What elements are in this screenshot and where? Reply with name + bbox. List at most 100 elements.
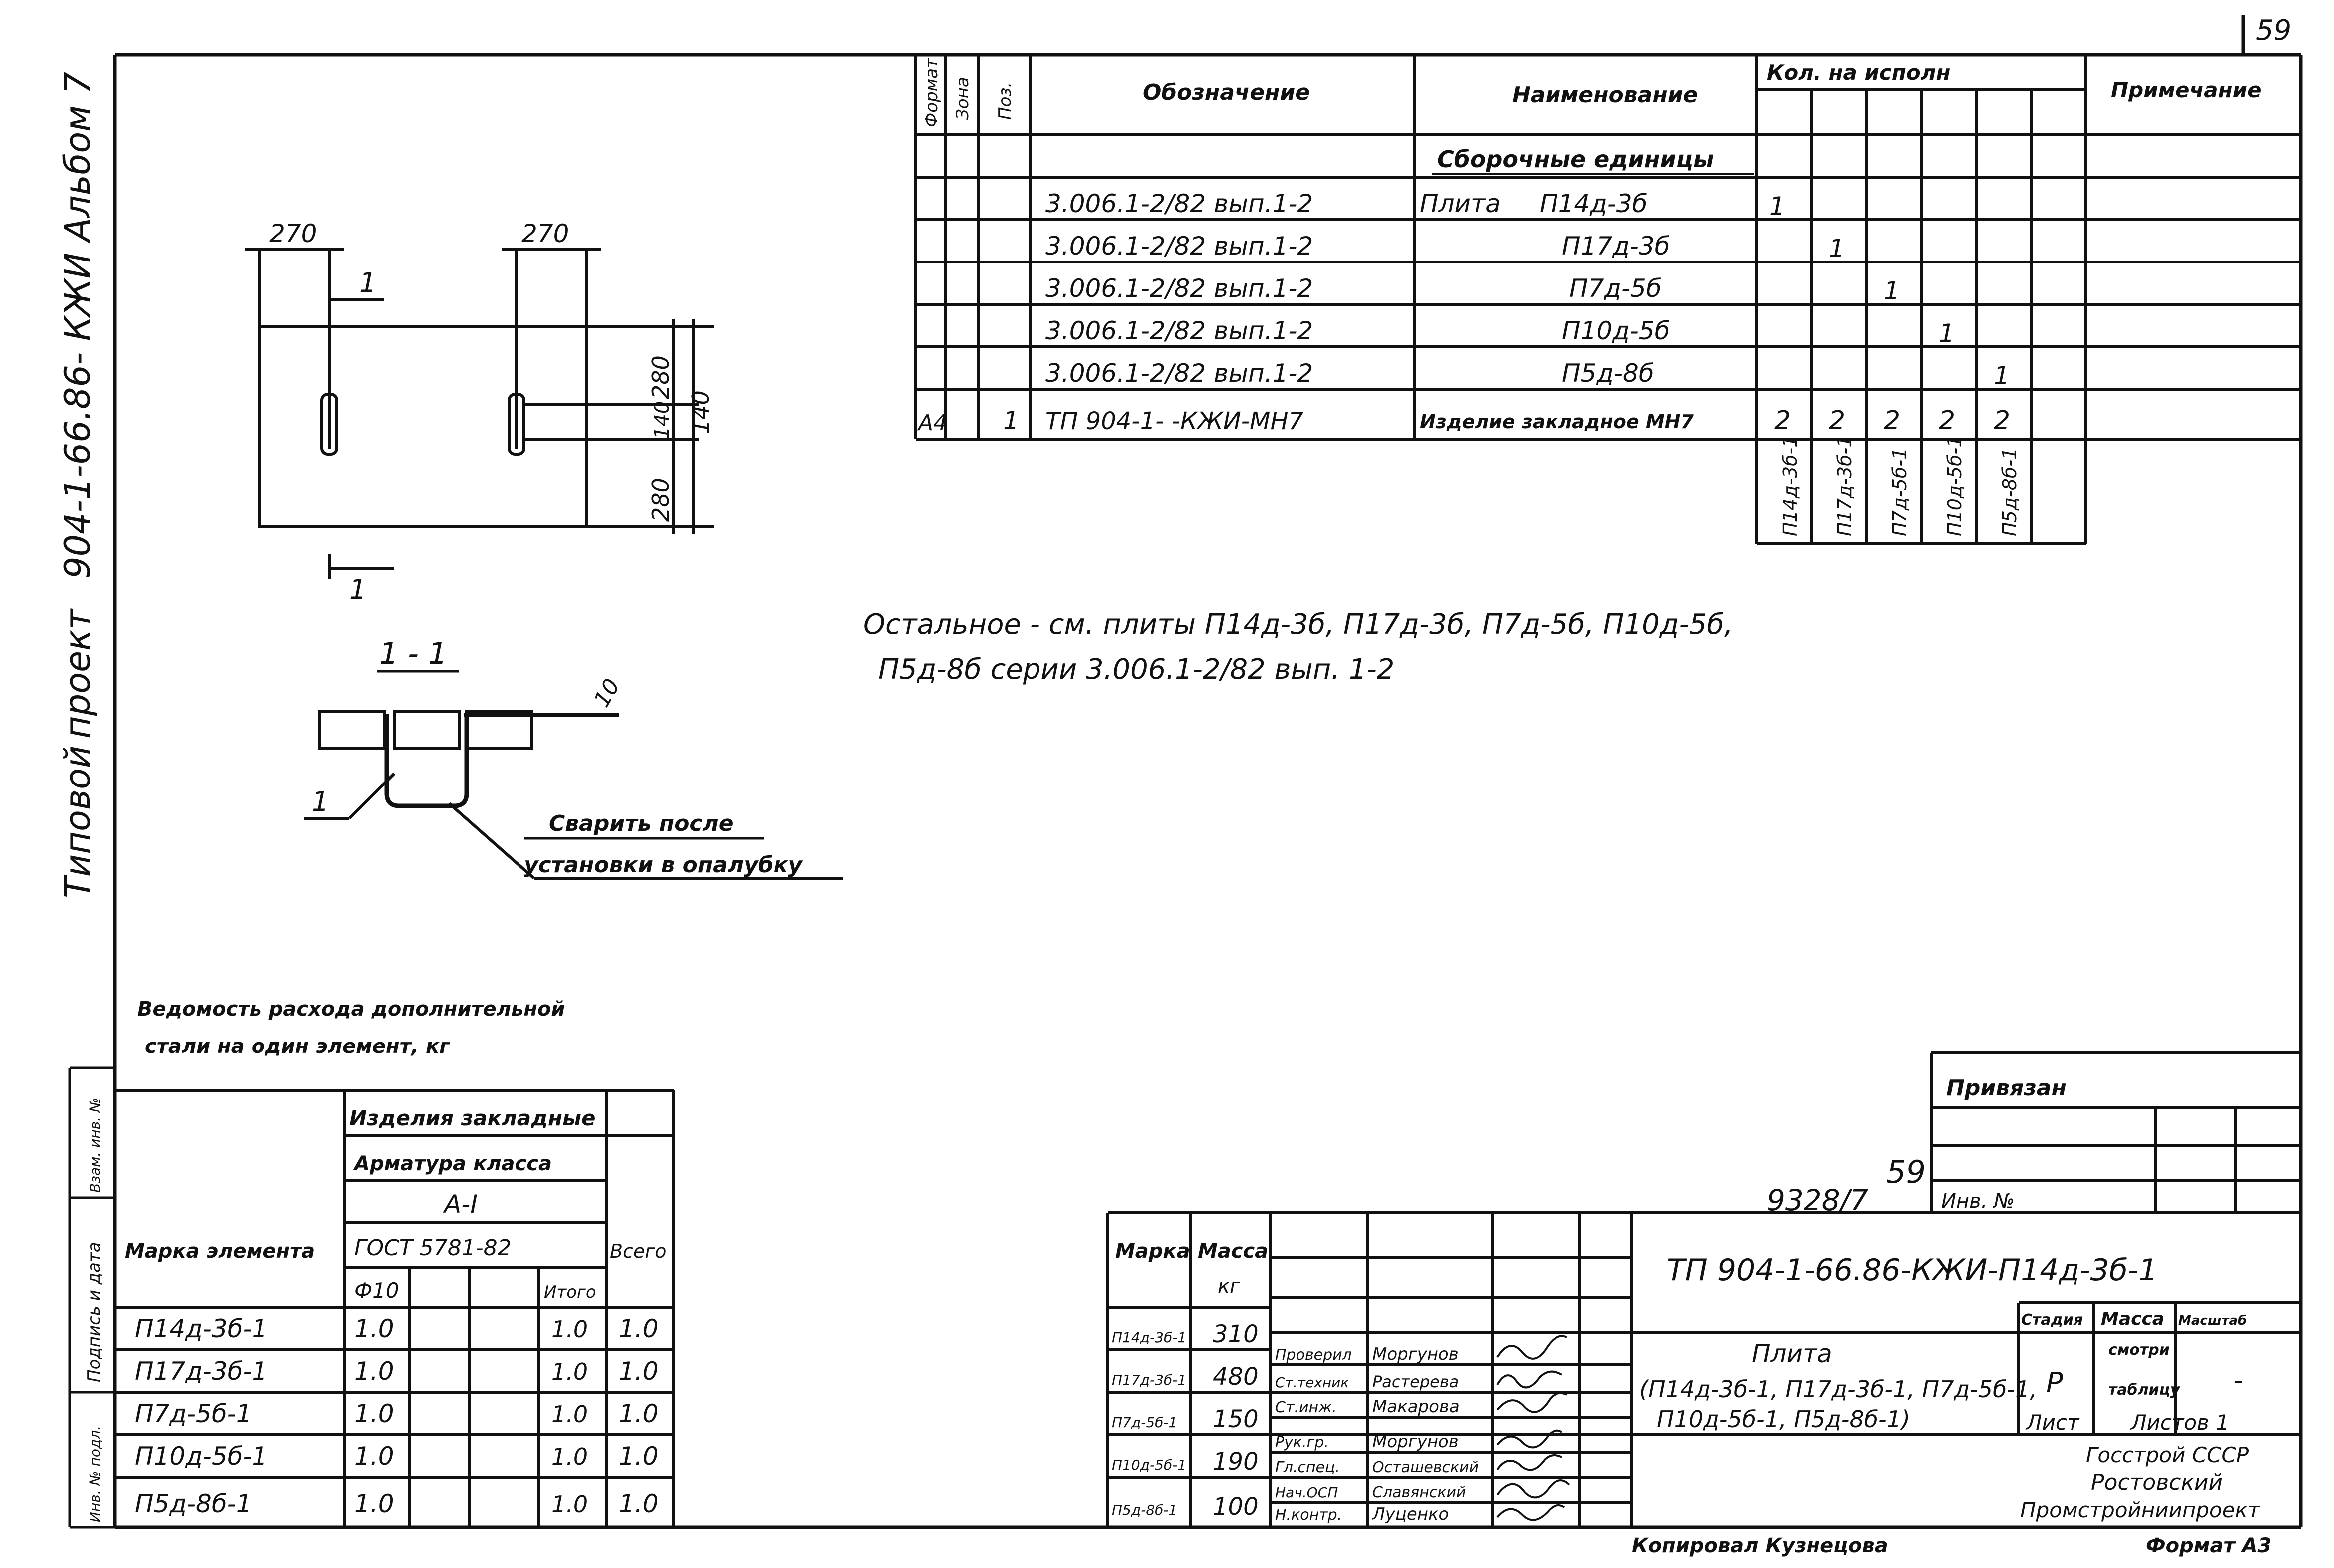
left-stamp [68, 1066, 115, 1529]
steel-row-mark: П7д-5б-1 [135, 1399, 252, 1428]
title-scale-value: - [2233, 1364, 2243, 1397]
steel-table-title-line1: Ведомость расхода дополнительной [137, 998, 565, 1021]
signature-name: Растерева [1372, 1372, 1459, 1391]
signature-name: Славянский [1372, 1484, 1466, 1501]
stamp-inv-orig: Инв. № подл. [87, 1426, 103, 1522]
spec-row-name: П10д-5б [1562, 316, 1670, 345]
signature-row: Нач.ОСП Славянский [1275, 1484, 1466, 1501]
mass-row-mark: П14д-3б-1 [1112, 1329, 1186, 1346]
steel-col-total: Всего [610, 1240, 667, 1262]
steel-row-subtotal: 1.0 [551, 1491, 588, 1518]
signature-role: Проверил [1275, 1346, 1352, 1364]
title-stage-value: Р [2046, 1367, 2063, 1399]
steel-table-title-line2: стали на один элемент, кг [145, 1035, 450, 1058]
mass-row-mark: П17д-3б-1 [1112, 1372, 1186, 1388]
mass-row-mass: 190 [1213, 1448, 1259, 1476]
steel-col-gost: ГОСТ 5781-82 [354, 1235, 512, 1261]
steel-col-class: А-I [443, 1190, 478, 1219]
title-item-variants-1: (П14д-3б-1, П17д-3б-1, П7д-5б-1, [1639, 1376, 2037, 1403]
mass-row: П14д-3б-1 310 [1112, 1320, 1259, 1348]
steel-row-total: 1.0 [619, 1399, 659, 1428]
mass-col-unit: кг [1218, 1275, 1241, 1298]
signature-role: Ст.инж. [1275, 1399, 1337, 1416]
stamp-replace-inv: Взам. инв. № [87, 1098, 103, 1193]
spec-last-format: А4 [917, 410, 947, 436]
steel-row-d10: 1.0 [354, 1442, 394, 1471]
spec-section-heading: Сборочные единицы [1437, 146, 1714, 173]
title-mass-label: Масса [2101, 1309, 2164, 1329]
mass-row: П5д-8б-1 100 [1112, 1493, 1259, 1521]
signature-row: Н.контр. Луценко [1275, 1504, 1449, 1524]
mass-row-mark: П7д-5б-1 [1112, 1414, 1177, 1431]
title-org-line2: Ростовский [2091, 1470, 2223, 1495]
weld-size: 10 [589, 675, 625, 712]
signature-name: Моргунов [1372, 1432, 1459, 1452]
spec-header-format: Формат [922, 58, 942, 127]
spec-last-name: Изделие закладное МН7 [1420, 411, 1694, 433]
steel-row-mark: П10д-5б-1 [135, 1442, 267, 1471]
signature-name: Моргунов [1372, 1344, 1459, 1364]
spec-row-designation: 3.006.1-2/82 вып.1-2 [1045, 316, 1313, 345]
spec-variant: П7д-5б-1 [1889, 448, 1911, 536]
signature-role: Гл.спец. [1275, 1459, 1340, 1476]
signature-row: Гл.спец. Осташевский [1275, 1459, 1479, 1476]
binding-sheet-num: 59 [1886, 1154, 1926, 1190]
steel-col-rebar: Арматура класса [353, 1152, 552, 1175]
steel-row: П7д-5б-1 1.0 1.0 1.0 [135, 1399, 659, 1428]
mass-col-mass: Масса [1198, 1240, 1268, 1263]
weld-note-line2: установки в опалубку [524, 852, 803, 878]
spec-last-qty: 2 [1774, 406, 1791, 436]
spec-row-qty: 1 [1994, 361, 2010, 390]
spec-row-name: П17д-3б [1562, 232, 1670, 261]
title-scale-label: Масштаб [2178, 1313, 2247, 1328]
mass-row-mass: 480 [1213, 1363, 1259, 1391]
title-mass-value-1: смотри [2108, 1341, 2170, 1359]
mass-row-mass: 310 [1213, 1320, 1259, 1348]
signature-row: Ст.техник Растерева [1275, 1372, 1459, 1391]
title-sheet-label: Лист [2025, 1410, 2080, 1435]
title-item-name: Плита [1752, 1339, 1832, 1368]
title-org-line1: Госстрой СССР [2086, 1443, 2249, 1467]
spec-row-qty: 1 [1884, 276, 1900, 305]
remaining-note-line2: П5д-8б серии 3.006.1-2/82 вып. 1-2 [878, 653, 1394, 686]
steel-col-embedded: Изделия закладные [349, 1106, 596, 1130]
side-title-word1: Типовой [57, 746, 98, 898]
spec-row-designation: 3.006.1-2/82 вып.1-2 [1045, 359, 1313, 388]
title-org-line3: Промстройниипроект [2020, 1498, 2261, 1522]
dim-right-140-mid: 140 [651, 401, 674, 439]
steel-col-mark: Марка элемента [125, 1240, 315, 1263]
steel-col-d10: Ф10 [354, 1278, 399, 1303]
spec-header-qty: Кол. на исполн [1767, 60, 1950, 85]
mass-row: П7д-5б-1 150 [1112, 1405, 1259, 1433]
signature-row: Проверил Моргунов [1275, 1344, 1459, 1364]
steel-row-d10: 1.0 [354, 1314, 394, 1343]
mass-row-mark: П5д-8б-1 [1112, 1502, 1177, 1518]
spec-header-note: Примечание [2111, 78, 2262, 102]
mass-row: П17д-3б-1 480 [1112, 1363, 1259, 1391]
spec-variant: П5д-8б-1 [1999, 448, 2021, 536]
steel-row-d10: 1.0 [354, 1399, 394, 1428]
spec-row-qty: 1 [1829, 234, 1845, 263]
spec-row-name: П5д-8б [1562, 359, 1654, 388]
spec-row-designation: 3.006.1-2/82 вып.1-2 [1045, 232, 1313, 261]
page-number: 59 [2256, 14, 2291, 47]
remaining-note-line1: Остальное - см. плиты П14д-3б, П17д-3б, … [863, 608, 1733, 641]
side-title-word2: проект [57, 608, 98, 739]
signature-name: Луценко [1371, 1504, 1449, 1524]
spec-row-name: П7д-5б [1569, 274, 1662, 303]
spec-last-qty: 2 [1939, 406, 1955, 436]
steel-col-subtotal: Итого [544, 1282, 596, 1302]
side-title: Типовой проект 904-1-66.86- КЖИ Альбом 7 [57, 72, 98, 898]
steel-row-mark: П14д-3б-1 [135, 1314, 267, 1343]
spec-header-name: Наименование [1512, 82, 1698, 108]
steel-row-d10: 1.0 [354, 1357, 394, 1386]
spec-row: 3.006.1-2/82 вып.1-2 Плита П14д-3б 1 [1045, 189, 1785, 221]
spec-last-pos: 1 [1003, 406, 1019, 435]
spec-variant: П17д-3б-1 [1834, 436, 1856, 536]
spec-header-pos: Поз. [995, 82, 1015, 120]
spec-last-designation: ТП 904-1- -КЖИ-МН7 [1045, 407, 1304, 435]
dim-right-280-bot: 280 [647, 478, 674, 522]
dim-right-280-top: 280 [647, 355, 674, 399]
spec-row-designation: 3.006.1-2/82 вып.1-2 [1045, 274, 1313, 303]
